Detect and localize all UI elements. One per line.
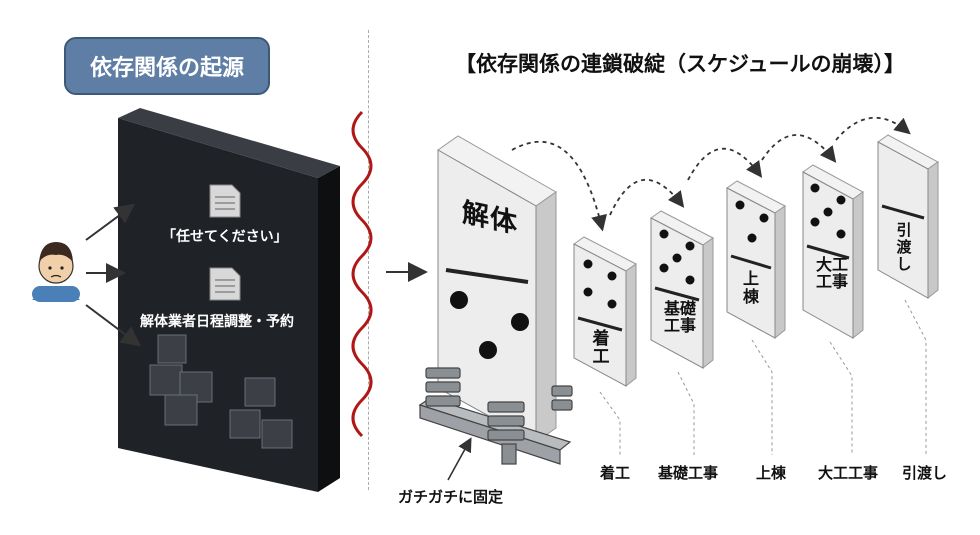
- origin-title: 依存関係の起源: [64, 37, 270, 95]
- bottom-label-foundation: 基礎工事: [658, 464, 719, 482]
- bottom-label-carpentry: 大工工事: [818, 464, 879, 482]
- fixed-pointer-arrow: [447, 437, 472, 481]
- domino-label-foundation: 基礎工事: [663, 299, 696, 335]
- domino-label-carpentry: 大工工事: [815, 255, 848, 291]
- stacked-documents-icon: [149, 334, 293, 449]
- bottom-label-framing: 上棟: [756, 464, 787, 482]
- domino-label-start: 着工: [592, 329, 610, 367]
- person-arrows: [85, 203, 142, 347]
- domino-start-construction: [573, 236, 637, 388]
- clamp-bolts-icon: [418, 367, 573, 465]
- domino-foundation: [650, 210, 714, 370]
- domino-demolition: [437, 135, 557, 443]
- domino-handover: [877, 134, 939, 300]
- domino-carpentry: [802, 164, 864, 340]
- domino-label-handover: 引渡し: [896, 221, 912, 273]
- domino-label-framing: 上棟: [742, 269, 759, 306]
- leader-lines: [599, 299, 927, 455]
- domino-framing: [726, 180, 786, 340]
- bottom-label-start: 着工: [600, 464, 631, 482]
- doc-text-schedule: 解体業者日程調整・予約: [140, 314, 294, 330]
- fixed-label: ガチガチに固定: [398, 488, 504, 506]
- chain-arrows: [511, 117, 911, 232]
- section-divider: [368, 30, 369, 490]
- bottom-label-handover: 引渡し: [902, 464, 948, 482]
- chain-collapse-title: 【依存関係の連鎖破綻（スケジュールの崩壊）】: [454, 52, 906, 76]
- doc-text-trust: 「任せてください」: [162, 229, 288, 245]
- person-icon: [32, 242, 80, 302]
- disruption-wave: [351, 110, 373, 438]
